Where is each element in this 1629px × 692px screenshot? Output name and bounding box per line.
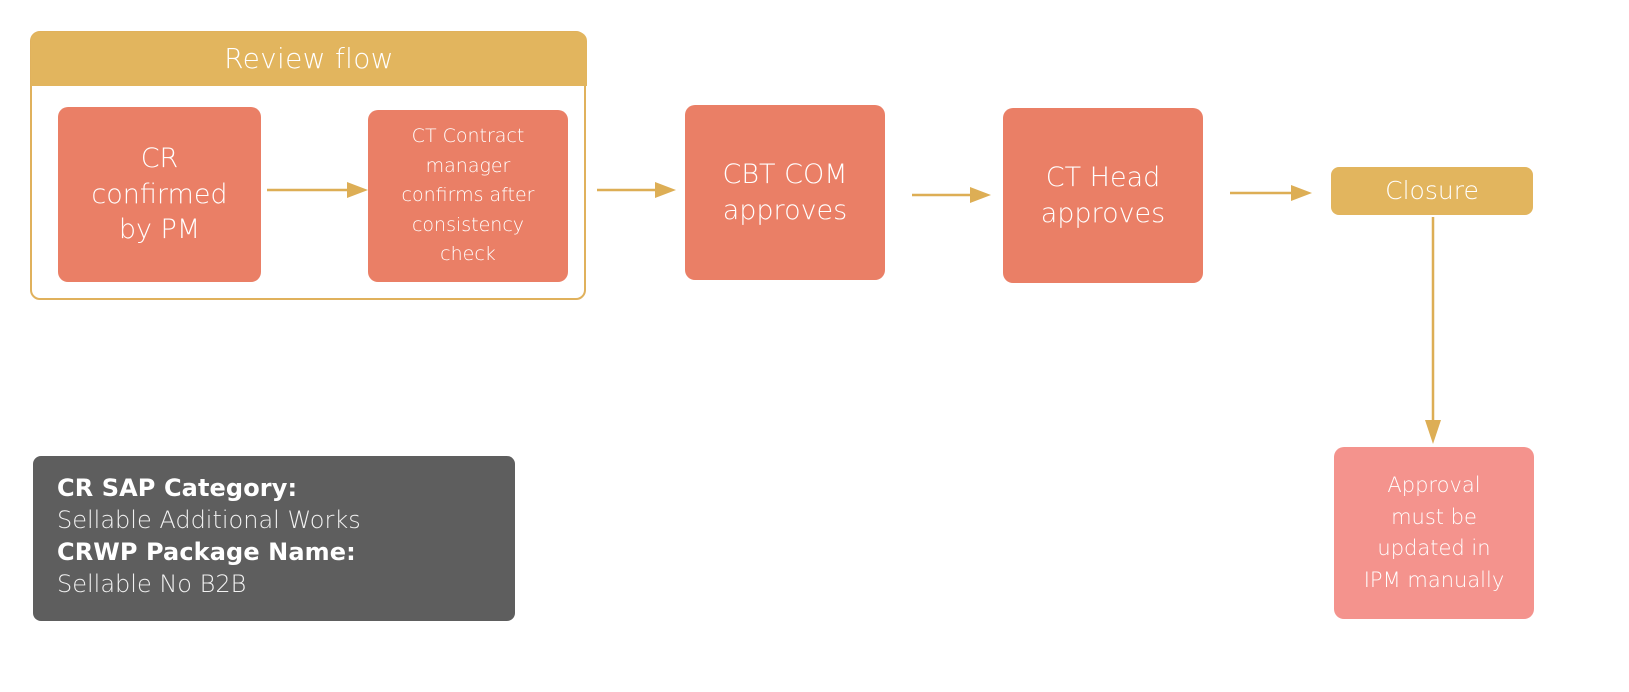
node-cr-confirmed-by-pm-label: CR confirmed by PM [91, 143, 228, 246]
arrow-cbt-com-to-ct-head-icon [912, 187, 991, 203]
node-cbt-com-approves[interactable]: CBT COM approves [685, 105, 885, 280]
cr-sap-category-label: CR SAP Category: [57, 474, 298, 502]
node-ct-head-approves[interactable]: CT Head approves [1003, 108, 1203, 283]
node-approval-note-label: Approval must be updated in IPM manually [1363, 473, 1505, 592]
arrow-contract-manager-to-cbt-com-icon [597, 182, 676, 198]
node-ct-head-approves-label: CT Head approves [1040, 161, 1166, 229]
arrow-closure-to-approval-note-icon [1425, 217, 1441, 444]
node-ct-contract-manager-confirms[interactable]: CT Contract manager confirms after consi… [368, 110, 568, 282]
review-flow-header: Review flow [31, 32, 587, 86]
crwp-package-name-label: CRWP Package Name: [57, 537, 356, 566]
review-flow-title: Review flow [224, 42, 394, 75]
node-closure[interactable]: Closure [1331, 167, 1533, 215]
crwp-package-name-value: Sellable No B2B [57, 569, 247, 598]
node-approval-note[interactable]: Approval must be updated in IPM manually [1334, 447, 1534, 619]
node-ct-contract-manager-confirms-label: CT Contract manager confirms after consi… [401, 125, 535, 266]
node-cr-confirmed-by-pm[interactable]: CR confirmed by PM [58, 107, 261, 282]
node-cbt-com-approves-label: CBT COM approves [722, 158, 848, 226]
cr-sap-info-card: CR SAP Category: Sellable Additional Wor… [33, 456, 515, 621]
arrow-ct-head-to-closure-icon [1230, 185, 1312, 201]
cr-sap-category-value: Sellable Additional Works [57, 505, 361, 534]
node-closure-label: Closure [1385, 176, 1479, 205]
